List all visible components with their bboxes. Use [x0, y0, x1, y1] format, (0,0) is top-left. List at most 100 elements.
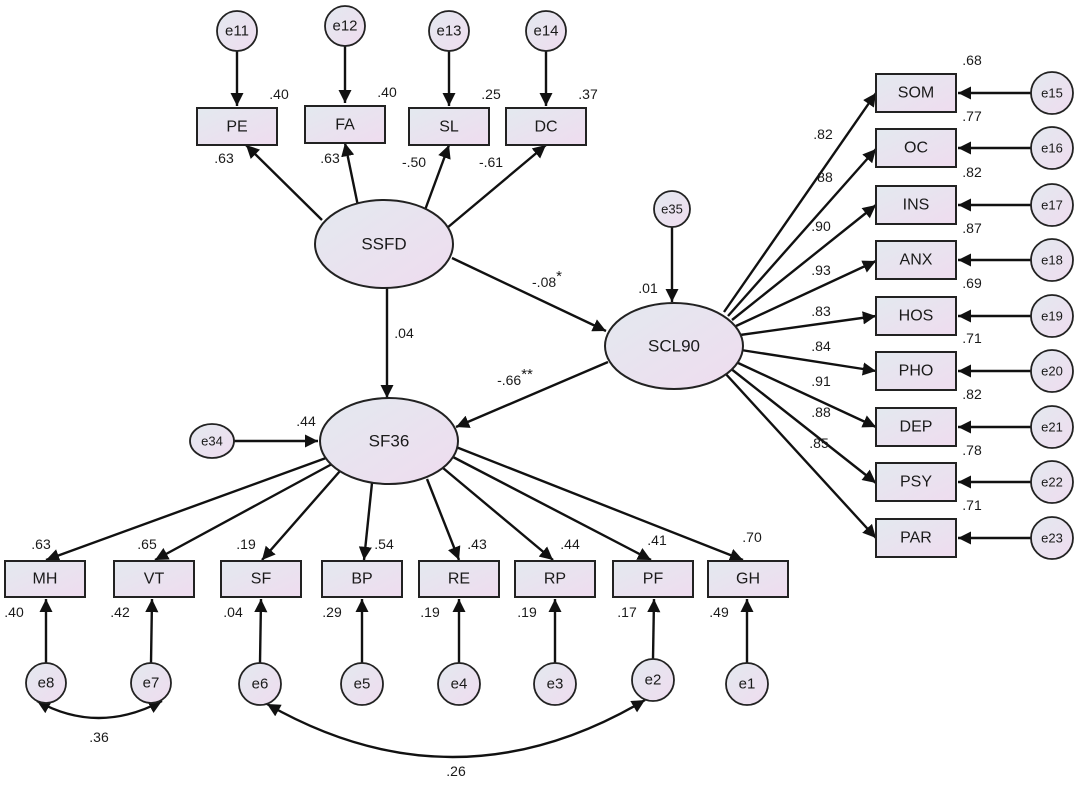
loading-SCL90-HOS: .83 — [811, 303, 831, 319]
path-SCL90-OC — [727, 148, 877, 317]
path-SCL90-SOM — [723, 92, 877, 313]
r2-RP: .44 — [560, 536, 580, 552]
error-e34: e34 — [189, 423, 235, 459]
latent-SCL90: SCL90 — [604, 302, 744, 390]
error-e18: e18 — [1030, 238, 1074, 282]
indicator-MH: MH — [4, 560, 86, 598]
indicator-label: PF — [643, 571, 664, 588]
indicator-label: PE — [226, 119, 247, 136]
r2-PAR: .71 — [962, 497, 982, 513]
error-e5: e5 — [340, 662, 384, 706]
error-e14: e14 — [525, 10, 567, 52]
indicator-label: DC — [534, 119, 557, 136]
path-SSFD-PE — [245, 144, 323, 221]
error-e19: e19 — [1030, 294, 1074, 338]
error-label: e19 — [1041, 309, 1063, 324]
error-label: e23 — [1041, 531, 1063, 546]
errpath-e5-BP: .29 — [322, 604, 342, 620]
r2-INS: .82 — [962, 164, 982, 180]
loading-SSFD-FA: .63 — [320, 150, 340, 166]
loading-SCL90-OC: .88 — [813, 169, 833, 185]
error-label: e7 — [143, 675, 160, 692]
latent-label: SSFD — [361, 235, 406, 254]
r2-SF36: .44 — [296, 413, 316, 429]
indicator-VT: VT — [113, 560, 195, 598]
covariance-label-e8-e7: .36 — [89, 729, 109, 745]
path-SSFD-DC — [446, 144, 547, 229]
path-SCL90-PSY — [729, 367, 877, 484]
indicator-DEP: DEP — [875, 407, 957, 447]
indicator-label: ANX — [900, 252, 933, 269]
indicator-label: PAR — [900, 530, 932, 547]
errpath-e6-SF: .04 — [223, 604, 243, 620]
indicator-ANX: ANX — [875, 240, 957, 280]
path-e7-VT — [145, 598, 159, 664]
error-e21: e21 — [1030, 405, 1074, 449]
covariance-label-e6-e2: .26 — [446, 763, 466, 779]
error-label: e16 — [1041, 141, 1063, 156]
error-label: e8 — [38, 675, 55, 692]
r2-PSY: .78 — [962, 442, 982, 458]
indicator-label: FA — [335, 117, 355, 134]
loading-SCL90-PSY: .88 — [811, 404, 831, 420]
indicators: PE FA SL DC SOM OC INS ANX HOS PHO DEP P… — [4, 73, 957, 598]
path-SF36-SF — [261, 470, 341, 561]
error-label: e35 — [661, 202, 683, 217]
indicator-label: SOM — [898, 85, 934, 102]
path-SSFD-SCL90 — [451, 256, 607, 333]
errpath-e7-VT: .42 — [110, 604, 130, 620]
error-e11: e11 — [216, 10, 258, 52]
indicator-SF: SF — [220, 560, 302, 598]
error-e17: e17 — [1030, 183, 1074, 227]
loading-SCL90-ANX: .93 — [811, 262, 831, 278]
indicator-label: INS — [903, 197, 930, 214]
error-e12: e12 — [324, 5, 366, 47]
error-e3: e3 — [533, 662, 577, 706]
error-label: e3 — [547, 676, 564, 693]
path-SSFD-FA — [341, 142, 360, 207]
path-SF36-RE — [425, 478, 461, 561]
latent-variables: SSFD SCL90 SF36 — [314, 199, 744, 485]
path-SF36-RP — [442, 467, 554, 561]
error-e22: e22 — [1030, 460, 1074, 504]
path-SCL90-DEP — [735, 360, 877, 429]
path-SSFD-SL — [423, 144, 451, 211]
loading-SCL90-SOM: .82 — [813, 126, 833, 142]
loading-SCL90-PHO: .84 — [811, 338, 831, 354]
indicator-GH: GH — [707, 560, 789, 598]
r2-GH: .70 — [742, 529, 762, 545]
indicator-HOS: HOS — [875, 296, 957, 336]
indicator-RE: RE — [418, 560, 500, 598]
latent-SSFD: SSFD — [314, 199, 454, 289]
error-e4: e4 — [437, 662, 481, 706]
indicator-label: RE — [448, 571, 470, 588]
error-label: e11 — [225, 23, 249, 40]
error-e6: e6 — [238, 662, 282, 706]
indicator-label: VT — [144, 571, 165, 588]
r2-HOS: .69 — [962, 275, 982, 291]
error-e2: e2 — [631, 658, 675, 702]
path-SCL90-HOS — [739, 311, 877, 337]
significance-mark: * — [556, 268, 562, 285]
indicator-label: MH — [33, 571, 58, 588]
r2-DC: .37 — [578, 86, 598, 102]
path-SCL90-INS — [731, 204, 877, 321]
path-SCL90-ANX — [735, 259, 877, 328]
path-SF36-PF — [452, 455, 652, 562]
error-label: e12 — [332, 18, 357, 35]
indicator-label: SL — [439, 119, 459, 136]
structural-SSFD-SF36: .04 — [394, 325, 414, 341]
loading-SSFD-PE: .63 — [214, 150, 234, 166]
indicator-OC: OC — [875, 128, 957, 168]
indicator-PF: PF — [612, 560, 694, 598]
error-e1: e1 — [725, 662, 769, 706]
edges — [36, 45, 1031, 759]
loading-SSFD-SL: -.50 — [402, 154, 426, 170]
r2-FA: .40 — [377, 84, 397, 100]
latent-SF36: SF36 — [319, 397, 459, 485]
indicator-DC: DC — [505, 107, 587, 146]
error-label: e1 — [739, 676, 756, 693]
error-e13: e13 — [428, 10, 470, 52]
indicator-label: RP — [544, 571, 566, 588]
errpath-e2-PF: .17 — [617, 604, 637, 620]
